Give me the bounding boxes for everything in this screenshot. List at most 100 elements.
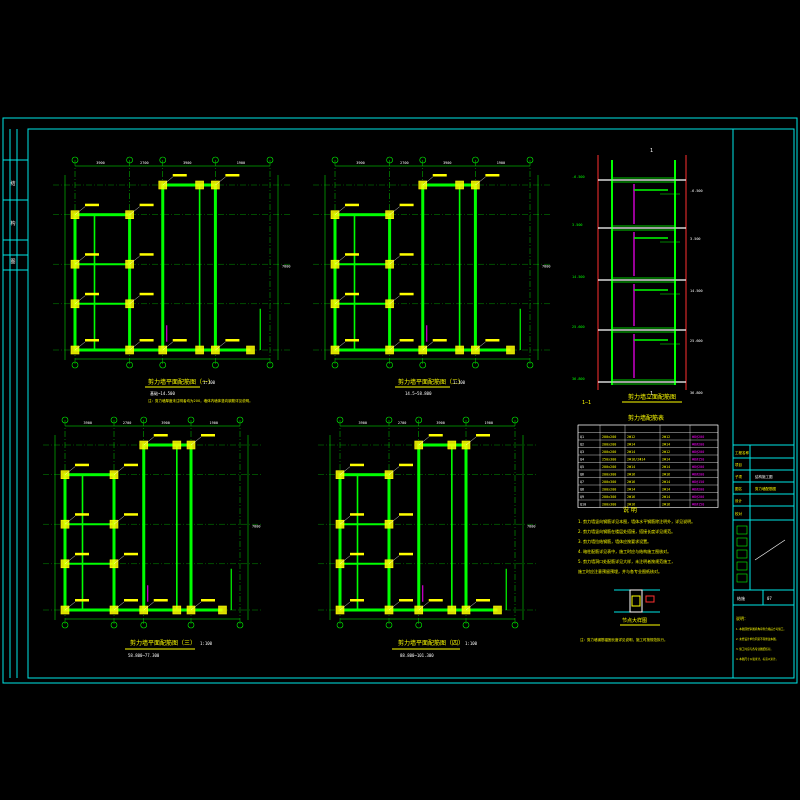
section-elevation-label-right: 25.600 [690, 339, 703, 343]
schedule-cell: 200x200 [602, 488, 616, 492]
schedule-cell: Q3 [580, 450, 584, 454]
rebar-tag [172, 174, 187, 177]
rebar-tag [399, 513, 413, 516]
dimension-value: 2700 [400, 161, 408, 165]
leader-line [422, 176, 433, 186]
axis-bubble [236, 416, 244, 424]
leader-line [388, 516, 400, 525]
schedule-cell: 2Φ16 [627, 473, 635, 477]
schedule-cell: 2Φ14 [627, 488, 635, 492]
leader-line [190, 601, 202, 611]
axis-bubble [472, 361, 479, 369]
plan-subtitle: 14.5~58.800 [405, 391, 432, 396]
schedule-cell: Φ8@200 [692, 465, 704, 469]
axis-bubble [419, 156, 427, 164]
rebar-tag [476, 434, 490, 437]
leader-line [143, 601, 154, 611]
axis-bubble [61, 621, 69, 629]
plan-captions: 剪力墙平面配筋图（一） 1:100 基础~14.500 注：剪力墙厚度未注明者均… [125, 378, 478, 658]
rebar-tag [399, 339, 414, 342]
leader-line [143, 436, 154, 446]
dimension-value: 3900 [96, 161, 104, 165]
tb-note-2: 3. 施工时应与各专业图纸核对。 [736, 647, 773, 651]
schedule-cell: Q8 [580, 488, 584, 492]
binding-label-2: 图 [10, 259, 15, 265]
section-slab-outline [611, 327, 676, 333]
plan-subtitle: 基础~14.500 [150, 390, 175, 396]
rebar-tag [139, 339, 154, 342]
axis-bubble [526, 156, 534, 164]
title-block: 工程名称 项目 子项 图名 设计 校对 结构施工图 剪力墙配筋图 结施 07 说… [733, 444, 794, 661]
plan-subtitle: 58.800~77.300 [128, 653, 160, 658]
general-notes: 说 明 1. 剪力墙竖向钢筋详见本图，墙体水平钢筋除注明外，详见说明。 2. 剪… [578, 506, 695, 574]
dimension-value: 1900 [210, 421, 218, 425]
axis-bubble [236, 621, 244, 629]
drawing-frame [2, 117, 798, 684]
notes-line-0: 1. 剪力墙竖向钢筋详见本图，墙体水平钢筋除注明外，详见说明。 [578, 518, 695, 524]
leader-line [113, 466, 125, 475]
tb-drawing-name: 剪力墙配筋图 [755, 486, 776, 491]
rebar-tag [432, 339, 447, 342]
section-axis-top: 1 [650, 148, 653, 154]
plan-note: 注：剪力墙厚度未注明者均为200，墙体内墙体竖向钢筋详见说明。 [148, 398, 253, 403]
leader-line [388, 466, 400, 475]
leader-line [215, 176, 226, 186]
leader-line [388, 555, 400, 564]
schedule-cell: Φ8@200 [692, 450, 704, 454]
rebar-tag [139, 292, 154, 296]
schedule-cell: 200x200 [602, 450, 616, 454]
rebar-tag [75, 513, 89, 516]
schedule-cell: 2Φ12 [662, 435, 670, 439]
plan-caption-4: 剪力墙平面配筋图（四） 1:100 88.800~101.300 [392, 639, 478, 658]
plan-scale: 1:100 [203, 380, 216, 385]
leader-line [64, 466, 76, 475]
axis-bubble [415, 416, 423, 424]
schedule-cell: Q7 [580, 480, 584, 484]
rebar-tag [432, 174, 447, 177]
axis-bubble [159, 156, 167, 164]
leader-line [339, 601, 351, 611]
rebar-tag [153, 434, 168, 437]
edge-column [447, 440, 457, 450]
leader-line [389, 341, 400, 351]
section-slab-outline [611, 277, 676, 283]
edge-column [506, 345, 515, 355]
leader-line [190, 436, 202, 446]
dimension-value: 3900 [443, 161, 451, 165]
axis-bubble [331, 361, 339, 369]
rebar-tag [85, 292, 99, 296]
schedule-cell: Q6 [580, 473, 584, 477]
schedule-cell: 2Φ16 [627, 495, 635, 499]
leader-line [64, 601, 76, 611]
schedule-cell: Φ8@200 [692, 473, 704, 477]
schedule-cell: 2Φ14 [627, 443, 635, 447]
axis-bubble [110, 621, 118, 629]
rebar-tag [225, 174, 240, 177]
notes-line-4: 5. 剪力墙洞口处配筋详见大样，未注明者按规范施工， [578, 558, 675, 564]
leader-line [389, 206, 400, 215]
schedule-cell: 200x300 [602, 495, 616, 499]
leader-line [113, 555, 125, 564]
schedule-cell: 200x200 [602, 443, 616, 447]
leader-line [422, 341, 433, 351]
axis-bubble [385, 416, 393, 424]
axis-bubble [140, 621, 148, 629]
schedule-cell: Φ8@200 [692, 488, 704, 492]
section-elevation-label: 3.500 [572, 223, 583, 227]
edge-column [172, 440, 182, 450]
rebar-tag [345, 339, 359, 342]
leader-line [113, 601, 125, 611]
schedule-cell: 200x300 [602, 480, 616, 484]
leader-line [339, 516, 351, 525]
leader-line [339, 555, 351, 564]
rebar-tag [201, 434, 215, 437]
binding-label-1: 构 [10, 220, 15, 227]
leader-line [64, 516, 76, 525]
leader-line [334, 295, 346, 304]
rebar-tag [350, 552, 364, 556]
axis-bubble [71, 156, 79, 164]
axis-bubble [386, 156, 393, 164]
